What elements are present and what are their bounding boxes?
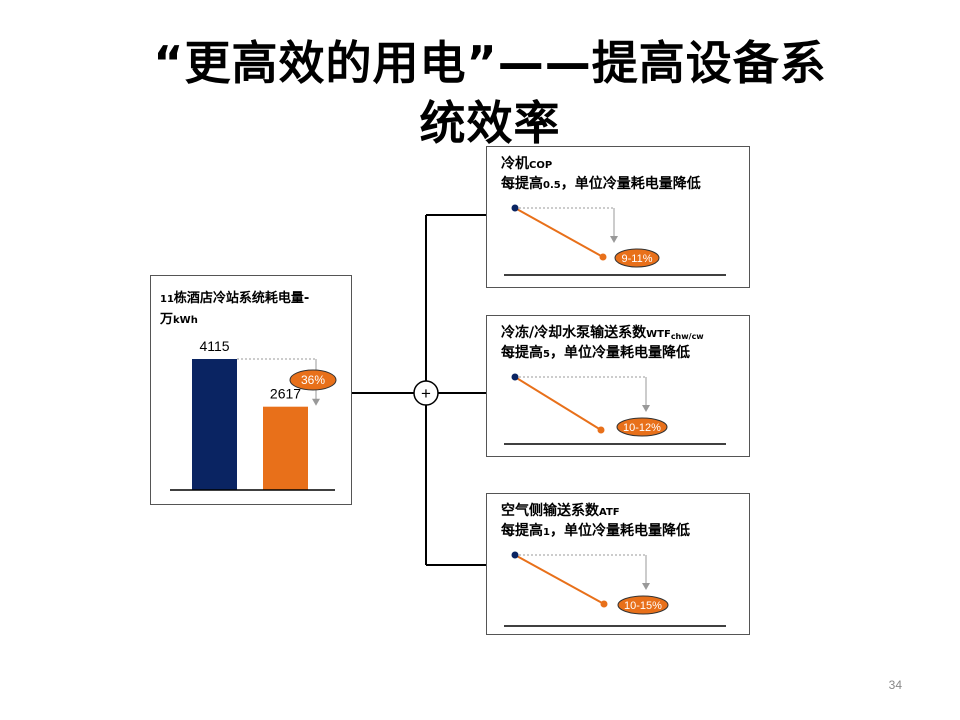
panel-water-pump-wtf-line2-post: ，单位冷量耗电量降低: [549, 345, 690, 361]
panel-air-side-atf-trend: 10-15%: [504, 551, 726, 627]
slide-title-line1: “更高效的用电”——提高设备系: [153, 36, 827, 90]
panel-chiller-cop-badge: [614, 248, 660, 268]
panel-air-side-atf-line2-pre: 每提高: [501, 523, 543, 539]
panel-water-pump-wtf-code: WTF: [646, 329, 671, 340]
panel-water-pump-wtf-subscript: chw/cw: [670, 332, 704, 341]
reduction-arrow-head: [312, 398, 320, 406]
panel-chiller-cop-line2-num: 0.5: [543, 180, 561, 191]
bar-before: [192, 359, 237, 490]
page-number: 34: [888, 678, 902, 692]
plus-icon: +: [421, 384, 431, 403]
panel-water-pump-wtf-line1-text: 冷冻/冷却水泵输送系数: [501, 325, 647, 341]
panel-water-pump-wtf-trend: 10-12%: [504, 373, 726, 445]
panel-chiller-cop-line2-pre: 每提高: [501, 176, 543, 192]
bar-after: [263, 406, 308, 490]
panel-water-pump-wtf-line2-num: 5: [543, 349, 550, 360]
panel-water-pump-wtf-line1: 冷冻/冷却水泵输送系数WTFchw/cw: [501, 324, 704, 346]
panel-chiller-cop-line2-post: ，单位冷量耗电量降低: [560, 176, 701, 192]
panel-air-side-atf-code: ATF: [599, 507, 620, 518]
panel-chiller-cop: 冷机COP 每提高0.5，单位冷量耗电量降低 9-11%: [486, 146, 750, 288]
reduction-badge: [289, 369, 337, 391]
panel-air-side-atf-line1-text: 空气侧输送系数: [501, 503, 599, 519]
slide-title-line2: 统效率: [419, 96, 561, 150]
left-panel-title-text: 栋酒店冷站系统耗电量-: [173, 291, 310, 306]
left-panel-title: 11栋酒店冷站系统耗电量- 万kWh: [160, 289, 309, 331]
panel-air-side-atf-line2-num: 1: [543, 527, 550, 538]
panel-chiller-cop-code: COP: [529, 160, 553, 171]
panel-chiller-cop-trend: 9-11%: [504, 204, 726, 276]
panel-air-side-atf-line2: 每提高1，单位冷量耗电量降低: [501, 522, 690, 542]
panel-chiller-cop-line1: 冷机COP: [501, 155, 552, 175]
panel-air-side-atf: 空气侧输送系数ATF 每提高1，单位冷量耗电量降低 10-15%: [486, 493, 750, 635]
panel-water-pump-wtf-line2: 每提高5，单位冷量耗电量降低: [501, 344, 690, 364]
panel-water-pump-wtf-line2-pre: 每提高: [501, 345, 543, 361]
panel-chiller-cop-line2: 每提高0.5，单位冷量耗电量降低: [501, 175, 701, 195]
panel-water-pump-wtf-badge: [616, 417, 668, 437]
panel-air-side-atf-badge: [617, 595, 669, 615]
bar-before-value-label: 4115: [199, 338, 229, 354]
panel-air-side-atf-line1: 空气侧输送系数ATF: [501, 502, 620, 522]
left-panel-title-unit: kWh: [173, 315, 198, 326]
panel-water-pump-wtf-badge-text: 10-12%: [623, 422, 661, 434]
panel-chiller-cop-badge-text: 9-11%: [622, 253, 653, 265]
plus-node: [413, 380, 439, 406]
panel-air-side-atf-badge-text: 10-15%: [624, 600, 662, 612]
left-panel-title-unit-prefix: 万: [160, 312, 174, 327]
panel-water-pump-wtf: 冷冻/冷却水泵输送系数WTFchw/cw 每提高5，单位冷量耗电量降低 10-1…: [486, 315, 750, 457]
bar-after-value-label: 2617: [270, 386, 301, 402]
panel-chiller-cop-line1-text: 冷机: [501, 156, 529, 172]
left-panel-title-num: 11: [160, 294, 174, 305]
reduction-badge-text: 36%: [301, 373, 325, 387]
panel-air-side-atf-line2-post: ，单位冷量耗电量降低: [549, 523, 690, 539]
